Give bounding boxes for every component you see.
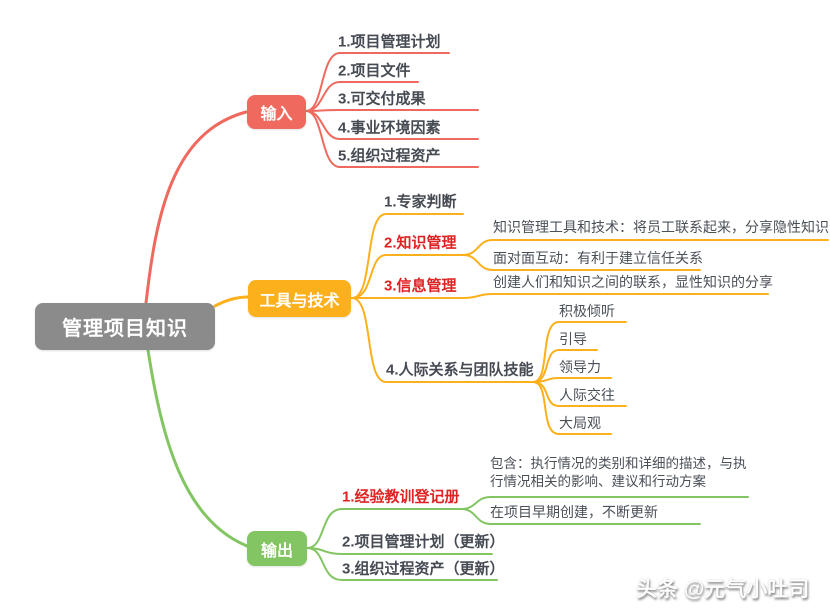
topic-interpersonal-team-skills: 4.人际关系与团队技能 [386, 361, 534, 379]
branch-node-input: 输入 [247, 95, 306, 129]
subtopic-ll-created-early: 在项目早期创建，不断更新 [490, 504, 658, 520]
topic-knowledge-management: 2.知识管理 [384, 234, 457, 252]
subtopic-leadership: 领导力 [559, 359, 601, 375]
branch-node-output: 输出 [247, 531, 307, 566]
input-branch-lines [144, 52, 479, 305]
subtopic-active-listening: 积极倾听 [559, 303, 615, 319]
subtopic-ll-contains: 包含：执行情况的类别和详细的描述，与执行情况相关的影响、建议和行动方案 [490, 456, 747, 489]
watermark-toutiao: 头条 @元气小吐司 [636, 578, 810, 601]
topic-expert-judgment: 1.专家判断 [384, 193, 457, 211]
subtopic-info-mgmt-desc: 创建人们和知识之间的联系，显性知识的分享 [493, 274, 773, 290]
subtopic-networking: 人际交往 [559, 387, 615, 403]
topic-opa-updates: 3.组织过程资产（更新） [342, 560, 505, 578]
topic-pm-plan-updates: 2.项目管理计划（更新） [342, 533, 505, 551]
topic-enterprise-env-factors: 4.事业环境因素 [338, 119, 441, 137]
topic-project-documents: 2.项目文件 [338, 62, 411, 80]
topic-lessons-learned-register: 1.经验教训登记册 [342, 488, 460, 506]
root-node: 管理项目知识 [35, 303, 215, 350]
branch-node-tools: 工具与技术 [248, 280, 351, 317]
topic-org-process-assets: 5.组织过程资产 [338, 147, 441, 165]
subtopic-political-awareness: 大局观 [559, 415, 601, 431]
topic-deliverables: 3.可交付成果 [338, 90, 426, 108]
tools-branch-lines [213, 213, 829, 435]
subtopic-face-to-face: 面对面互动：有利于建立信任关系 [493, 250, 703, 266]
topic-project-management-plan: 1.项目管理计划 [338, 33, 441, 51]
output-branch-lines [146, 348, 749, 581]
topic-information-management: 3.信息管理 [384, 277, 457, 295]
subtopic-km-tools: 知识管理工具和技术：将员工联系起来，分享隐性知识 [493, 219, 829, 235]
subtopic-facilitation: 引导 [559, 331, 587, 347]
